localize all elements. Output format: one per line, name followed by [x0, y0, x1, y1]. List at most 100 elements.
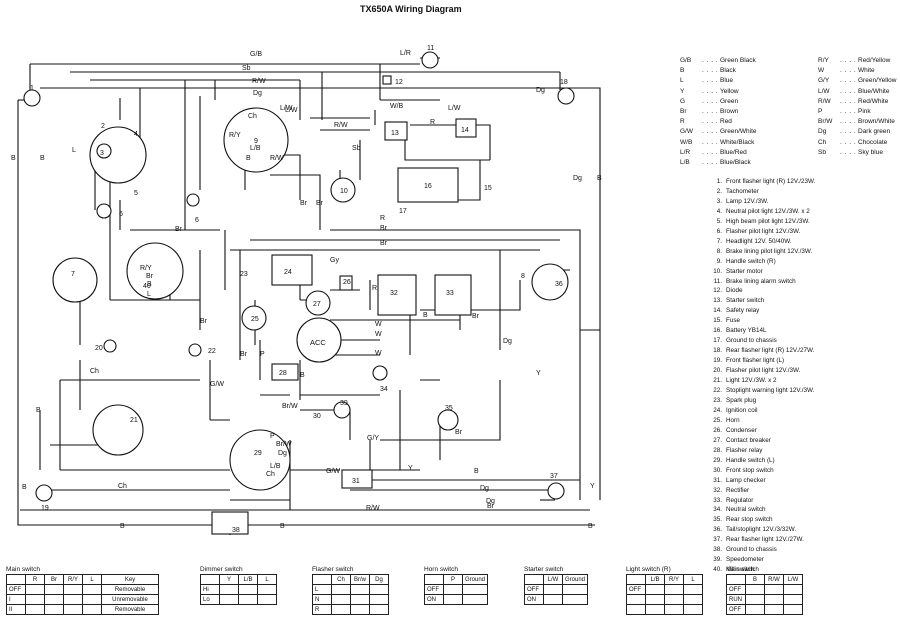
svg-text:Sb: Sb: [352, 145, 361, 152]
color-code-row: W/B. . . .White/Black: [680, 138, 790, 148]
switch-table-cell: [764, 604, 784, 615]
color-code-row: Br. . . .Brown: [680, 107, 790, 117]
svg-text:G/W: G/W: [210, 381, 224, 388]
color-name: Yellow: [720, 87, 739, 95]
color-code-row: Dg. . . .Dark green: [818, 127, 900, 137]
svg-text:B: B: [588, 523, 593, 530]
part-row: 39.Speedometer: [706, 555, 815, 565]
color-code-dots: . . . .: [702, 57, 719, 64]
switch-table-cell: [683, 604, 703, 615]
part-number: 32.: [713, 486, 722, 494]
svg-text:R/Y: R/Y: [140, 265, 152, 272]
switch-table-header: Ground: [461, 574, 489, 585]
svg-text:P: P: [270, 433, 275, 440]
svg-text:Br: Br: [200, 318, 208, 325]
part-number: 26.: [713, 426, 722, 434]
svg-text:12: 12: [395, 79, 403, 86]
part-number: 15.: [713, 317, 722, 325]
part-number: 31.: [713, 476, 722, 484]
switch-table-name: Kill switch: [726, 566, 755, 573]
svg-text:L/W: L/W: [280, 105, 293, 112]
switch-table-header: L/B: [238, 574, 258, 585]
switch-table-header: [424, 574, 444, 585]
svg-text:R: R: [430, 119, 435, 126]
color-code-row: Y. . . .Yellow: [680, 87, 790, 97]
svg-text:35: 35: [445, 405, 453, 412]
svg-text:4: 4: [134, 131, 138, 138]
svg-text:31: 31: [352, 478, 360, 485]
svg-text:P: P: [260, 351, 265, 358]
switch-table-name: Light switch (R): [626, 566, 671, 573]
part-name: Battery YB14L: [726, 327, 767, 335]
svg-text:B: B: [597, 175, 602, 182]
svg-text:39: 39: [340, 400, 348, 407]
color-code-dots: . . . .: [840, 57, 857, 64]
switch-table-cell: [25, 584, 45, 595]
color-code-dots: . . . .: [702, 118, 719, 126]
part-number: 27.: [713, 436, 722, 444]
part-number: 28.: [713, 446, 722, 454]
svg-text:G/W: G/W: [326, 468, 340, 475]
switch-table-cell: I: [6, 594, 26, 605]
svg-text:Gy: Gy: [330, 257, 339, 264]
switch-table-name: Flasher switch: [312, 566, 354, 573]
switch-table-cell: II: [6, 604, 26, 615]
switch-table-cell: OFF: [726, 584, 746, 595]
switch-table-header: Ground: [561, 574, 589, 585]
svg-text:L: L: [147, 291, 151, 298]
color-code-row: L/W. . . .Blue/White: [818, 87, 900, 97]
part-number: 3.: [716, 197, 722, 205]
switch-table-header: R/W: [764, 574, 784, 585]
color-code-row: L. . . .Blue: [680, 76, 790, 86]
svg-text:L/B: L/B: [250, 145, 261, 152]
svg-text:Dg: Dg: [503, 338, 512, 345]
switch-table-header: [312, 574, 332, 585]
color-code-dots: . . . .: [840, 87, 857, 95]
color-name: Sky blue: [858, 148, 883, 156]
part-number: 11.: [713, 277, 722, 285]
switch-table-cell: [764, 594, 784, 605]
switch-table-cell: [82, 584, 102, 595]
part-row: 4.Neutral pilot light 12V./3W. x 2: [706, 207, 815, 217]
switch-table-cell: [350, 604, 370, 615]
svg-text:27: 27: [313, 301, 321, 308]
part-number: 38.: [713, 546, 722, 554]
part-row: 29.Handle switch (L): [706, 456, 815, 466]
part-name: Spark plug: [726, 396, 757, 404]
switch-table-header: [200, 574, 220, 585]
svg-text:17: 17: [399, 208, 407, 215]
color-code-dots: . . . .: [840, 128, 857, 136]
switch-table-cell: [626, 604, 646, 615]
color-code: Br/W: [818, 118, 833, 126]
color-code: B: [680, 67, 685, 75]
color-code: R: [680, 118, 685, 126]
switch-table-cell: [664, 584, 684, 595]
switch-table-header: Br: [44, 574, 64, 585]
part-row: 37.Rear flasher light 12V./27W.: [706, 535, 815, 545]
part-number: 1.: [716, 178, 722, 185]
switch-table-cell: [369, 594, 389, 605]
color-code: P: [818, 108, 823, 116]
part-row: 25.Horn: [706, 416, 815, 426]
switch-table-header: L: [82, 574, 102, 585]
color-code-dots: . . . .: [840, 108, 857, 116]
part-number: 8.: [716, 247, 722, 255]
color-code-row: P. . . .Pink: [818, 107, 900, 117]
svg-text:L/W: L/W: [285, 107, 298, 114]
part-number: 40.: [713, 566, 722, 574]
part-row: 7.Headlight 12V. 50/40W.: [706, 237, 815, 247]
parts-legend: 1.Front flasher light (R) 12V./23W.2.Tac…: [706, 177, 815, 575]
part-name: High beam pilot light 12V./3W.: [726, 217, 810, 225]
svg-text:16: 16: [424, 183, 432, 190]
color-code-dots: . . . .: [702, 108, 719, 116]
switch-table-cell: [350, 594, 370, 605]
part-number: 2.: [716, 187, 722, 195]
part-name: Flasher relay: [726, 446, 763, 454]
svg-text:Br: Br: [472, 313, 480, 320]
part-name: Front flasher light (R) 12V./23W.: [726, 178, 816, 185]
color-name: Brown: [720, 108, 739, 116]
